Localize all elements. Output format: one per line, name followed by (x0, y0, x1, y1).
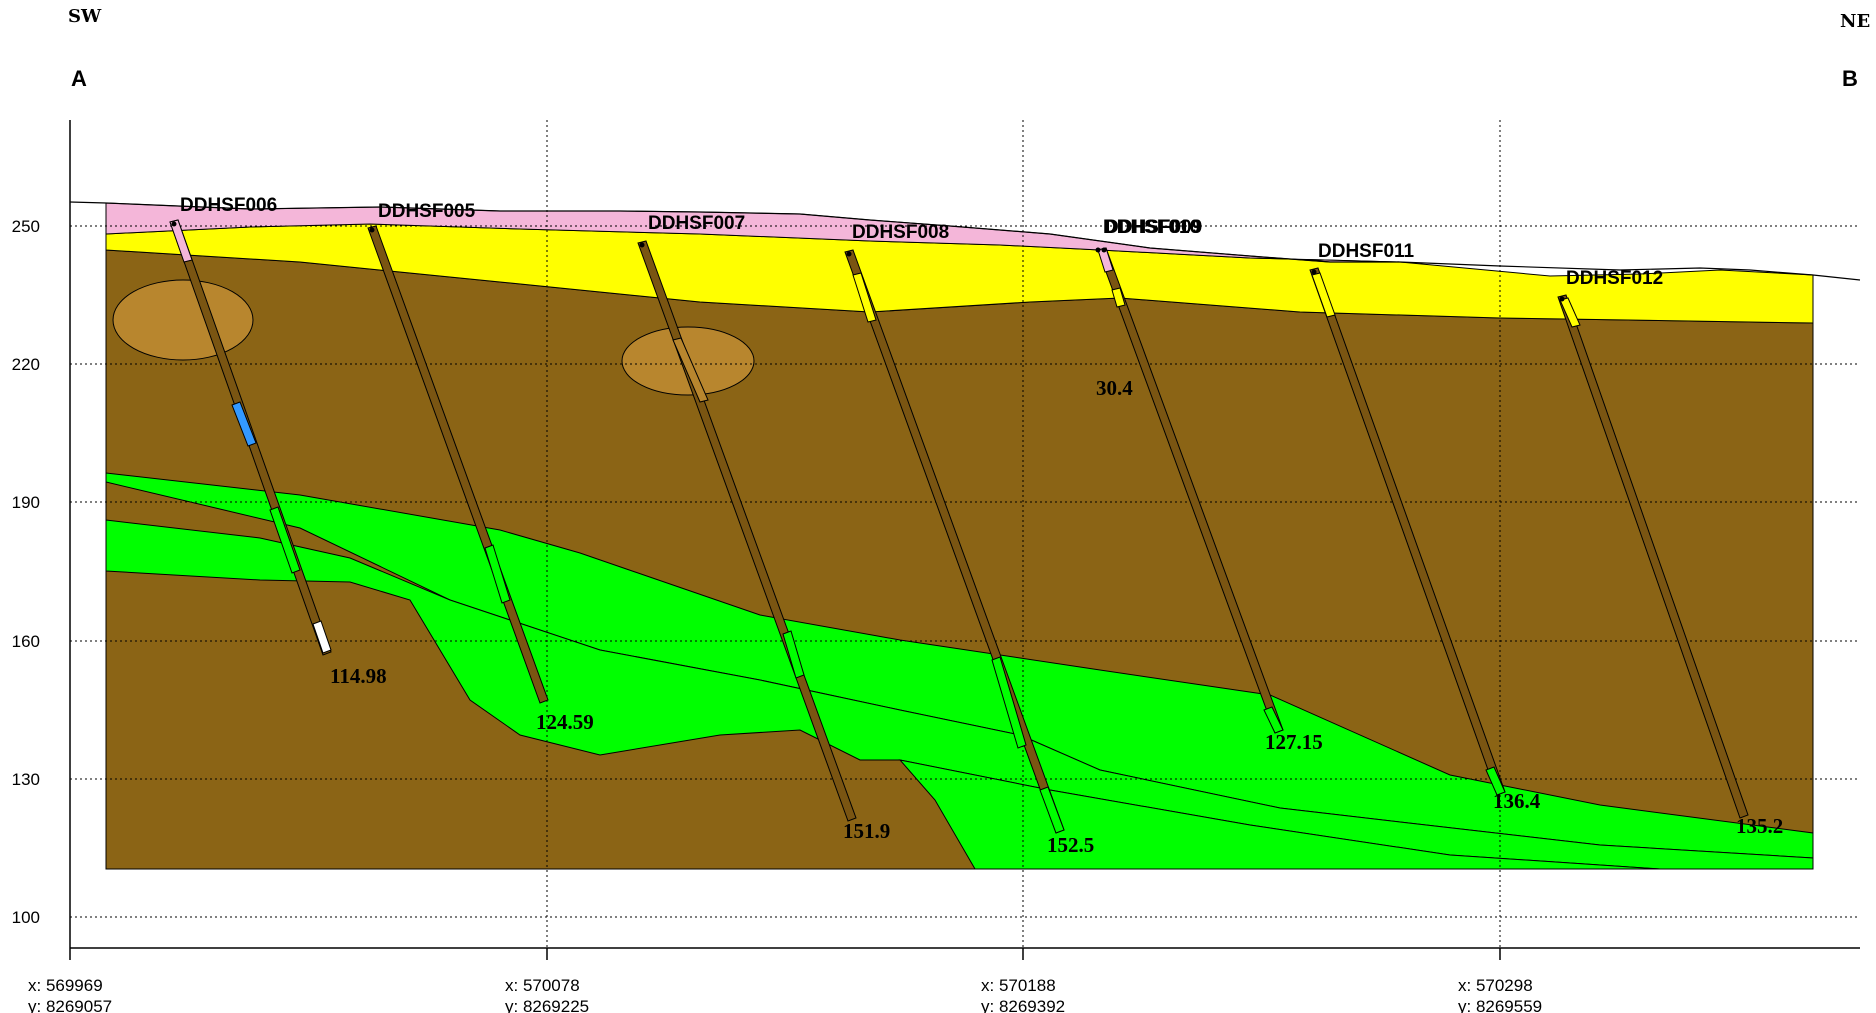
y-tick-label-160: 160 (12, 632, 40, 651)
y-tick-label-250: 250 (12, 217, 40, 236)
drillhole-name-labels: DDHSF006 DDHSF005 DDHSF007 DDHSF008 DDHS… (180, 195, 1663, 289)
drillhole-name-ddhsf011: DDHSF011 (1318, 241, 1415, 262)
drillhole-name-ddhsf006: DDHSF006 (180, 195, 277, 216)
direction-label-sw: SW (68, 6, 102, 27)
depth-label-ddhsf010: 30.4 (1096, 376, 1133, 400)
topographic-profile-line (69, 201, 1861, 281)
drillhole-name-ddhsf012: DDHSF012 (1566, 268, 1663, 289)
drillhole-trace-ddhsf012 (1557, 294, 1749, 819)
drillhole-name-ddhsf007: DDHSF007 (648, 213, 745, 234)
depth-label-ddhsf007: 151.9 (843, 819, 890, 843)
x-coord-label-0: x: 569969 (28, 976, 103, 995)
drillhole-trace-ddhsf011 (1309, 267, 1506, 796)
depth-label-ddhsf011: 136.4 (1493, 789, 1541, 813)
y-tick-label-130: 130 (12, 770, 40, 789)
geology-layers (69, 201, 1861, 870)
lens-left (112, 279, 254, 361)
x-coordinate-labels: x: 569969 y: 8269057 x: 570078 y: 826922… (28, 976, 1542, 1013)
drillhole-name-ddhsf005: DDHSF005 (378, 201, 476, 222)
drillhole-traces (169, 219, 1749, 834)
drillhole-depth-labels: 114.98 124.59 151.9 152.5 30.4 127.15 13… (330, 376, 1783, 857)
section-end-label-b: B (1842, 66, 1858, 91)
green-wedge-bottom (898, 759, 1661, 870)
drillhole-name-ddhsf008: DDHSF008 (852, 222, 949, 243)
depth-label-ddhsf012: 135.2 (1736, 814, 1783, 838)
y-coord-label-0: y: 8269057 (28, 997, 112, 1013)
drillhole-name-ddhsf009: DDHSF009 (1105, 217, 1202, 238)
section-end-label-a: A (71, 66, 87, 91)
y-coord-label-1: y: 8269225 (505, 997, 589, 1013)
y-tick-label-100: 100 (12, 908, 40, 927)
y-coord-label-3: y: 8269559 (1458, 997, 1542, 1013)
drillhole-trace-ddhsf005 (367, 225, 549, 704)
grid-lines (70, 120, 1860, 948)
y-tick-label-190: 190 (12, 493, 40, 512)
depth-label-ddhsf009: 127.15 (1265, 730, 1323, 754)
drillhole-trace-ddhsf008 (844, 249, 1065, 834)
y-tick-label-220: 220 (12, 355, 40, 374)
x-coord-label-3: x: 570298 (1458, 976, 1533, 995)
depth-label-ddhsf008: 152.5 (1047, 833, 1094, 857)
drillhole-name-ddhsf010: DDHSF010 (1103, 217, 1200, 238)
direction-label-ne: NE (1840, 11, 1870, 32)
drillhole-trace-ddhsf007 (637, 240, 857, 822)
y-coord-label-2: y: 8269392 (981, 997, 1065, 1013)
drillhole-trace-ddhsf006 (169, 219, 332, 656)
collar-points (171, 221, 1565, 302)
depth-label-ddhsf006: 114.98 (330, 664, 387, 688)
axes (69, 120, 1860, 960)
x-coord-label-1: x: 570078 (505, 976, 580, 995)
x-coord-label-2: x: 570188 (981, 976, 1056, 995)
y-tick-labels: 250 220 190 160 130 100 (12, 217, 40, 927)
depth-label-ddhsf005: 124.59 (536, 710, 594, 734)
